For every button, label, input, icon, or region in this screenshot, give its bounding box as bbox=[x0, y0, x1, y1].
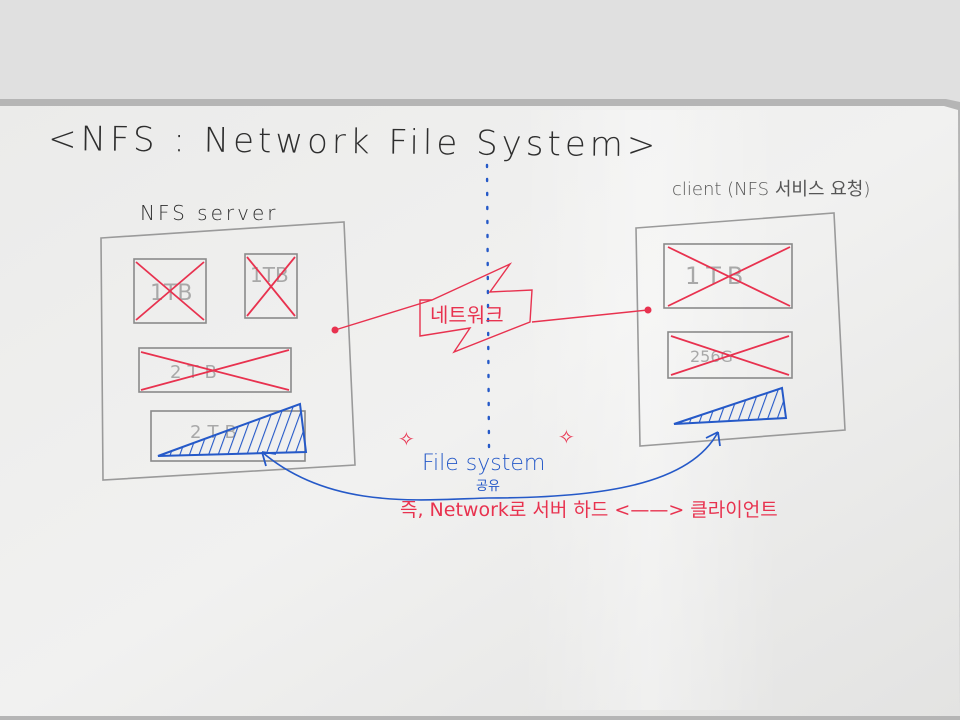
client-disk-2-label: 256G bbox=[690, 347, 733, 366]
server-disk-2: 1TB bbox=[244, 253, 298, 319]
client-disk-2-cross-b bbox=[670, 335, 790, 376]
wall bbox=[0, 0, 960, 104]
client-network-line bbox=[531, 309, 649, 323]
client-box bbox=[635, 212, 846, 447]
file-system-label: File system bbox=[422, 451, 545, 476]
network-link: 네트워크 bbox=[331, 262, 652, 354]
client-label: client (NFS 서비스 요청) bbox=[672, 179, 870, 200]
server-disk-1-cross-b bbox=[135, 261, 205, 321]
server-network-line bbox=[334, 299, 433, 331]
client-disk-2: 256G bbox=[667, 331, 793, 379]
server-box bbox=[100, 221, 356, 481]
client-shared-hatch bbox=[673, 386, 788, 425]
server-label: NFS server bbox=[140, 201, 278, 225]
client-network-dot bbox=[644, 306, 652, 314]
file-system-share-label: 공유 bbox=[476, 479, 500, 494]
server-disk-2-cross-b bbox=[246, 256, 296, 317]
client-disk-1: 1TB bbox=[663, 243, 793, 309]
server-disk-3-cross-b bbox=[140, 349, 290, 391]
network-label: 네트워크 bbox=[430, 303, 504, 327]
sparkle-right-icon: ✧ bbox=[558, 425, 575, 449]
file-system-arrowhead-right bbox=[705, 431, 721, 447]
network-lightning-bolt bbox=[419, 262, 533, 354]
server-disk-4-hatch bbox=[157, 402, 308, 457]
summary-note: 즉, Network로 서버 하드 <——> 클라이언트 bbox=[400, 499, 778, 521]
server-disk-2-label: 1TB bbox=[250, 263, 289, 287]
server-disk-3: 2TB bbox=[138, 347, 292, 393]
server-disk-3-label: 2TB bbox=[170, 362, 223, 383]
file-system-share-arrow bbox=[261, 431, 719, 501]
board-title: <NFS : Network File System> bbox=[48, 119, 660, 165]
server-disk-1: 1TB bbox=[133, 258, 207, 324]
client-disk-1-cross-b bbox=[667, 246, 791, 307]
sparkle-left-icon: ✧ bbox=[398, 427, 415, 451]
server-disk-4: 2TB bbox=[150, 402, 308, 462]
divider-dotted-line bbox=[485, 163, 491, 450]
server-disk-3-cross-a bbox=[140, 351, 290, 391]
client-disk-1-label: 1TB bbox=[685, 262, 749, 290]
file-system-arrowhead-left bbox=[261, 451, 277, 467]
